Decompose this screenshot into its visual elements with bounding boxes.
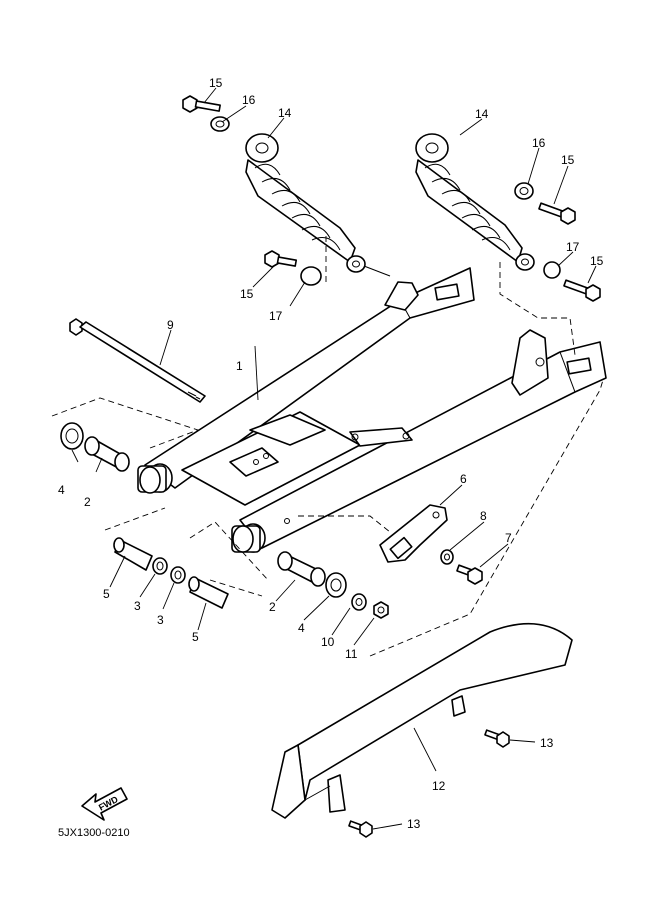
shock-lower-bolt-left [264, 250, 298, 268]
callout-13: 13 [407, 817, 421, 831]
shock-lower-washer-left [300, 266, 322, 286]
rear-shock-absorber-left [245, 133, 391, 277]
callout-12: 12 [432, 779, 446, 793]
callout-3: 3 [157, 613, 164, 627]
callout-15: 15 [590, 254, 604, 268]
callout-10: 10 [321, 635, 335, 649]
callout-14: 14 [278, 106, 292, 120]
callout-17: 17 [566, 240, 580, 254]
callout-2: 2 [269, 600, 276, 614]
washer-pivot [351, 593, 367, 611]
assembly-lines [51, 236, 604, 657]
chain-case [271, 622, 573, 819]
callout-8: 8 [480, 509, 487, 523]
callout-15: 15 [240, 287, 254, 301]
shock-upper-bolt-left [182, 95, 221, 113]
chain-case-bolt-upper [484, 729, 510, 748]
oil-seal-left [60, 422, 84, 450]
diagram-code: 5JX1300-0210 [58, 827, 130, 839]
callout-14: 14 [475, 107, 489, 121]
callout-5: 5 [103, 587, 110, 601]
bushing-left [84, 436, 130, 472]
callout-9: 9 [167, 318, 174, 332]
callout-6: 6 [460, 472, 467, 486]
callout-15: 15 [561, 153, 575, 167]
callout-16: 16 [242, 93, 256, 107]
chain-case-bolt-lower [348, 820, 373, 838]
callout-16: 16 [532, 136, 546, 150]
callout-15: 15 [209, 76, 223, 90]
pivot-shaft [69, 318, 206, 403]
fwd-arrow-icon: FWD [81, 787, 128, 821]
callout-1: 1 [236, 359, 243, 373]
chain-adjuster [379, 504, 448, 563]
callout-3: 3 [134, 599, 141, 613]
rear-shock-absorber-right [415, 133, 535, 271]
shock-upper-washer-right [514, 182, 534, 200]
shock-lower-washer-right [543, 261, 561, 279]
shock-lower-bolt-right [563, 279, 601, 302]
leader-lines [71, 87, 597, 830]
rear-arm [137, 267, 607, 553]
collar-left [113, 537, 153, 571]
collar-right [188, 576, 229, 609]
callout-4: 4 [298, 621, 305, 635]
adjuster-washer [440, 549, 454, 565]
bushing-right [277, 551, 326, 587]
callout-7: 7 [505, 531, 512, 545]
shock-upper-bolt-right [538, 202, 576, 225]
callout-11: 11 [345, 647, 358, 661]
adjuster-bolt [456, 564, 483, 585]
oil-seal-right [325, 572, 347, 598]
thrust-cover-right [170, 566, 186, 584]
thrust-cover-left [152, 557, 168, 575]
pivot-nut [373, 601, 389, 619]
callout-13: 13 [540, 736, 554, 750]
callout-2: 2 [84, 495, 91, 509]
callout-17: 17 [269, 309, 283, 323]
callout-5: 5 [192, 630, 199, 644]
callout-4: 4 [58, 483, 65, 497]
callout-numbers: 15 16 14 14 16 15 15 17 17 15 9 1 4 2 5 … [58, 76, 604, 831]
